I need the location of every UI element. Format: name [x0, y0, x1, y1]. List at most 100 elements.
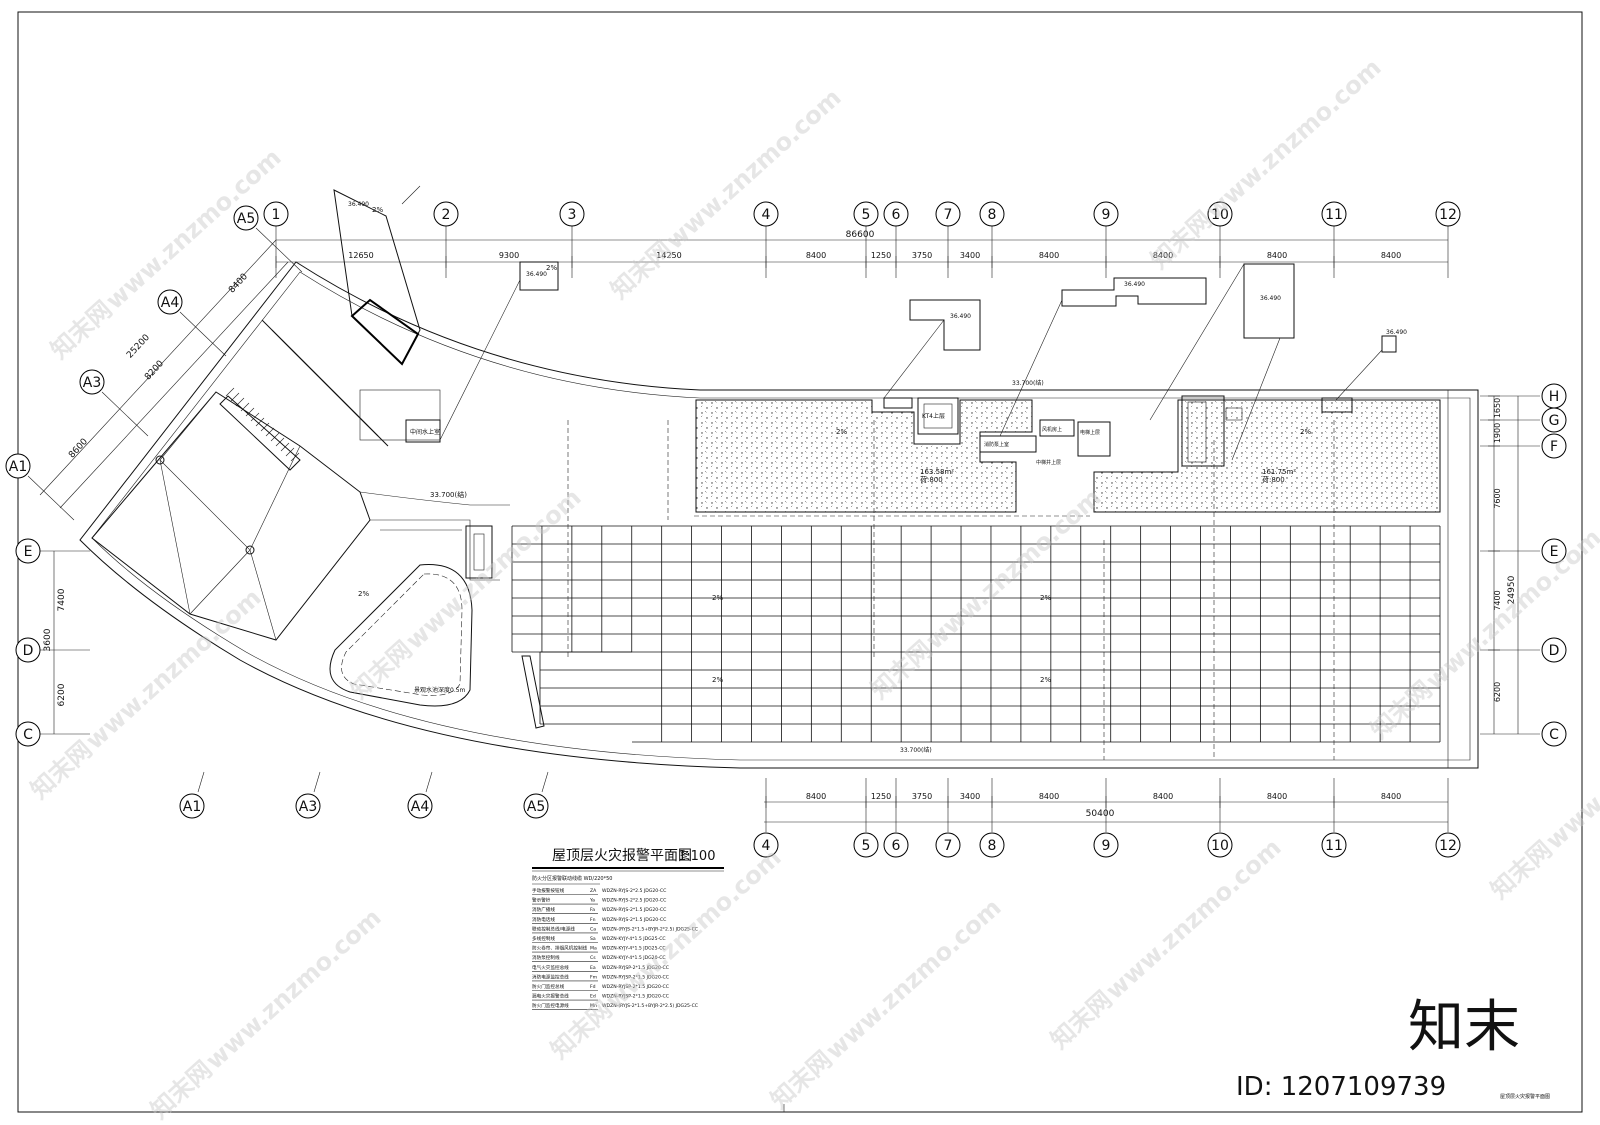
svg-text:6: 6 — [892, 207, 901, 223]
diag-dim-1: 8400 — [227, 272, 250, 296]
svg-text:7: 7 — [944, 207, 953, 223]
roof-equip-kt — [917, 397, 959, 435]
legend-row-spec-9: WDZN-RYJSP-2*1.5 JDG20-CC — [602, 974, 669, 980]
grid-bottom-diag-A4: A4 — [407, 793, 433, 819]
legend-row-spec-1: WDZN-RYJS-2*2.5 JDG20-CC — [602, 898, 666, 904]
svg-text:1: 1 — [272, 207, 281, 223]
elev-label: 电梯上层 — [1080, 429, 1100, 436]
right-dim-seg-1: 1900 — [1493, 423, 1502, 443]
grid-left-D: D — [15, 637, 41, 663]
slope-label-8: 2% — [372, 206, 383, 214]
grid-right-H: H — [1541, 383, 1567, 409]
legend-row-code-2: Fa — [590, 907, 595, 913]
top-dim-seg-8: 8400 — [1153, 251, 1173, 260]
roof-area-label-west: 163.58m² — [920, 468, 954, 476]
legend-row-code-0: ZA — [590, 888, 597, 894]
legend-row-name-10: 防火门监控总线 — [532, 983, 565, 990]
legend-row-name-8: 电气火灾监控总线 — [532, 964, 569, 971]
grid-bottom-7: 7 — [935, 832, 961, 858]
top-dim-seg-10: 8400 — [1381, 251, 1401, 260]
svg-text:知末网: 知末网 — [25, 735, 97, 804]
grid-bottom-12: 12 — [1435, 832, 1461, 858]
svg-text:A3: A3 — [83, 375, 101, 391]
grid-bottom-5: 5 — [853, 832, 879, 858]
svg-text:9: 9 — [1102, 838, 1111, 854]
legend-row-spec-0: WDZN-RYJS-2*2.5 JDG20-CC — [602, 888, 666, 894]
watermark-logo: 知末 — [1408, 995, 1520, 1060]
svg-text:A1: A1 — [183, 799, 201, 815]
landscape-pool-inner — [341, 573, 463, 696]
svg-text:G: G — [1549, 413, 1560, 429]
svg-text:5: 5 — [862, 838, 871, 854]
left-dimension-chain: 7400 3600 6200 — [38, 550, 90, 735]
legend-row-code-5: Sa — [590, 936, 596, 942]
grid-top-12: 12 — [1435, 201, 1461, 227]
slope-label-1: 2% — [836, 428, 847, 436]
pump-label: 风机房上 — [1042, 426, 1062, 433]
top-dim-seg-4: 1250 — [871, 251, 891, 260]
legend-row-name-12: 防火门监控电源线 — [532, 1002, 569, 1009]
legend-row-name-7: 消防泵控制线 — [532, 954, 560, 961]
bottom-dim-seg-3: 3400 — [960, 792, 980, 801]
svg-text:10: 10 — [1211, 838, 1229, 854]
svg-text:E: E — [1550, 544, 1559, 560]
svg-text:www.znzmo.com: www.znzmo.com — [1100, 833, 1286, 1005]
svg-text:知末网: 知末网 — [765, 1045, 837, 1114]
grid-top-11: 11 — [1321, 201, 1347, 227]
level-tag-3: 33.700(结) — [900, 746, 932, 754]
svg-text:6: 6 — [892, 838, 901, 854]
legend-row-name-9: 消防电源监控总线 — [532, 973, 569, 980]
legend-row-code-6: Ma — [590, 946, 597, 952]
svg-text:C: C — [1549, 727, 1559, 743]
grid-diag-A4: A4 — [157, 289, 183, 315]
drawing-title-block: 屋顶层火灾报警平面图 1:100 — [532, 847, 724, 872]
plan-labels: 163.58m² 荷:800 161.75m² 荷:800 KT4上层 中间水上… — [348, 201, 1407, 754]
slope-label-3: 2% — [712, 594, 723, 602]
svg-text:F: F — [1550, 439, 1558, 455]
legend-row-spec-3: WDZN-RYJS-2*1.5 JDG20-CC — [602, 917, 666, 923]
elev-tag-1: 36.490 — [348, 201, 369, 208]
svg-text:A4: A4 — [411, 799, 430, 815]
svg-text:A3: A3 — [299, 799, 317, 815]
svg-text:A4: A4 — [161, 295, 180, 311]
legend-row-spec-2: WDZN-RYJS-2*1.5 JDG20-CC — [602, 907, 666, 913]
slope-label-4: 2% — [1040, 594, 1051, 602]
grid-top-6: 6 — [883, 201, 909, 227]
grid-right-G: G — [1541, 407, 1567, 433]
svg-text:3: 3 — [568, 207, 577, 223]
slope-label-9: 2% — [546, 264, 557, 272]
legend-row-spec-7: WDZN-KYJY-4*1.5 JDG20-CC — [602, 955, 666, 961]
grid-top-10: 10 — [1207, 201, 1233, 227]
svg-text:www.znzmo.com: www.znzmo.com — [1200, 53, 1386, 225]
grid-right-F: F — [1541, 433, 1567, 459]
elev-tag-2: 36.490 — [526, 271, 547, 278]
svg-text:知末网: 知末网 — [605, 235, 677, 304]
bottom-dim-seg-4: 8400 — [1039, 792, 1059, 801]
slope-label-5: 2% — [712, 676, 723, 684]
slope-label-6: 2% — [1040, 676, 1051, 684]
grid-right-E: E — [1541, 538, 1567, 564]
left-dim-3: 6200 — [57, 683, 67, 706]
top-dim-seg-1: 9300 — [499, 251, 519, 260]
level-tag-2: 33.700(结) — [430, 490, 467, 499]
grid-left-C: C — [15, 721, 41, 747]
bottom-dim-seg-6: 8400 — [1267, 792, 1287, 801]
svg-text:知末网: 知末网 — [345, 635, 417, 704]
legend-row-spec-5: WDZN-KYJY-4*1.5 JDG25-CC — [602, 936, 666, 942]
diagonal-dimension-chain: 8400 25200 8200 8600 — [39, 239, 289, 509]
legend-row-name-2: 消防广播线 — [532, 906, 555, 913]
bottom-dim-seg-5: 8400 — [1153, 792, 1173, 801]
left-dim-1: 7400 — [57, 588, 67, 611]
svg-text:E: E — [24, 544, 33, 560]
legend-row-code-3: Fn — [590, 917, 596, 923]
grid-bottom-9: 9 — [1093, 832, 1119, 858]
legend-row-spec-11: WDZN-RYJSP-2*1.5 JDG20-CC — [602, 994, 669, 1000]
grid-top-5: 5 — [853, 201, 879, 227]
grid-bottom-11: 11 — [1321, 832, 1347, 858]
top-dim-seg-2: 14250 — [656, 251, 681, 260]
kt-label: KT4上层 — [922, 412, 945, 420]
